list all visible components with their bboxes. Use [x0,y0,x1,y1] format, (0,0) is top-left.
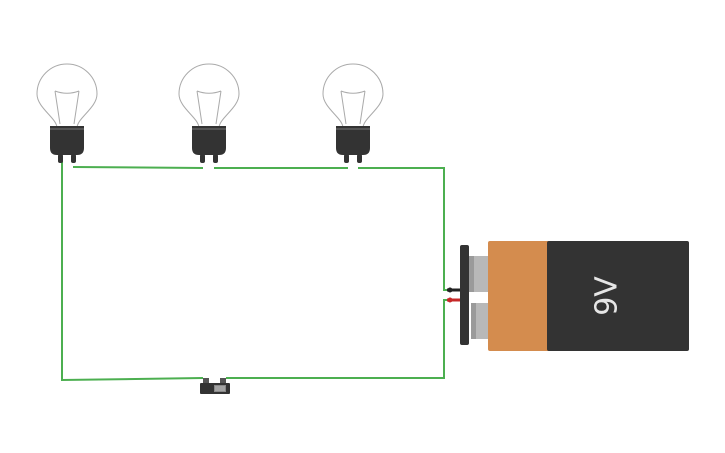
battery-9v[interactable]: 9V [447,241,689,351]
wire-bottom[interactable] [226,299,455,379]
wire-left[interactable] [61,161,204,382]
wires [61,161,455,382]
light-bulb-1[interactable] [36,63,98,164]
battery-body [547,241,689,351]
light-bulb-2[interactable] [178,63,240,164]
slide-switch[interactable] [200,378,230,394]
light-bulb-3[interactable] [322,63,384,164]
wire-top-left[interactable] [72,166,204,169]
wire-top-right[interactable] [358,167,455,291]
battery-label: 9V [590,276,625,316]
battery-band [488,241,550,351]
